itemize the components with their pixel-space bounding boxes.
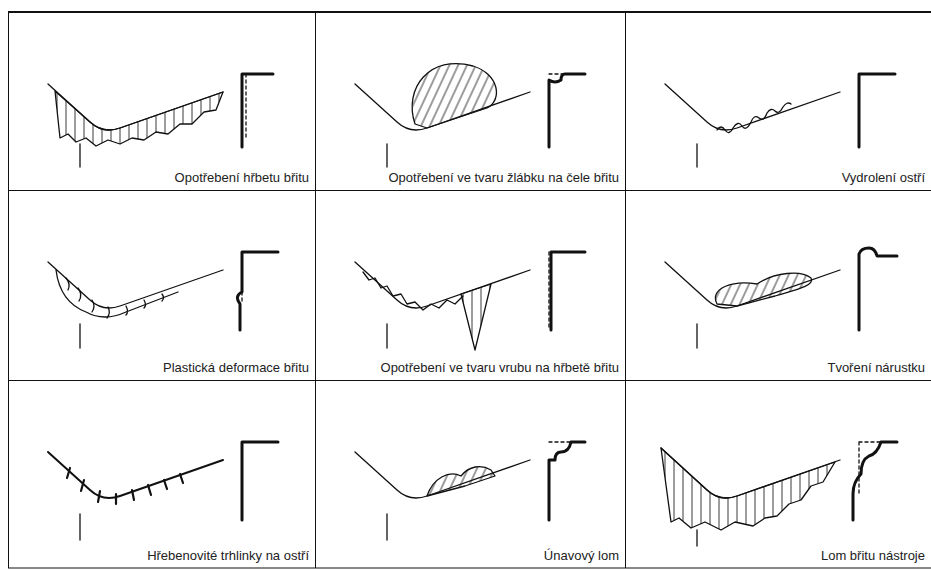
wear-cell: Opotřebení ve tvaru vrubu na hřbetě břit… [315, 190, 625, 380]
flank-wear-sketch [48, 74, 273, 167]
wear-label: Opotřebení hřbetu břitu [175, 170, 309, 186]
wear-label: Opotřebení ve tvaru žlábku na čele břitu [388, 170, 619, 186]
wear-label: Vydrolení ostří [842, 170, 925, 186]
plastic-deformation-sketch [48, 252, 278, 348]
wear-label: Plastická deformace břitu [163, 360, 309, 376]
wear-cell: Lom břitu nástroje [625, 380, 931, 568]
crater-wear-sketch [355, 64, 585, 167]
notch-wear-sketch [355, 252, 585, 350]
tool-fracture-sketch [661, 442, 897, 546]
wear-cell: Plastická deformace břitu [8, 190, 315, 380]
wear-cell: Opotřebení hřbetu břitu [8, 12, 315, 190]
comb-cracks-sketch [48, 442, 278, 540]
wear-cell: Tvoření nárustku [625, 190, 931, 380]
wear-cell: Opotřebení ve tvaru žlábku na čele břitu [315, 12, 625, 190]
wear-label: Lom břitu nástroje [821, 548, 925, 564]
wear-label: Tvoření nárustku [827, 360, 925, 376]
wear-cell: Únavový lom [315, 380, 625, 568]
wear-label: Únavový lom [544, 548, 619, 564]
fatigue-fracture-sketch [355, 442, 585, 540]
built-up-edge-sketch [665, 248, 897, 348]
wear-cell: Hřebenovité trhlinky na ostří [8, 380, 315, 568]
wear-label: Hřebenovité trhlinky na ostří [147, 548, 309, 564]
wear-label: Opotřebení ve tvaru vrubu na hřbetě břit… [381, 360, 619, 376]
wear-cell: Vydrolení ostří [625, 12, 931, 190]
chipping-sketch [665, 74, 895, 167]
bottom-rule [8, 568, 931, 569]
